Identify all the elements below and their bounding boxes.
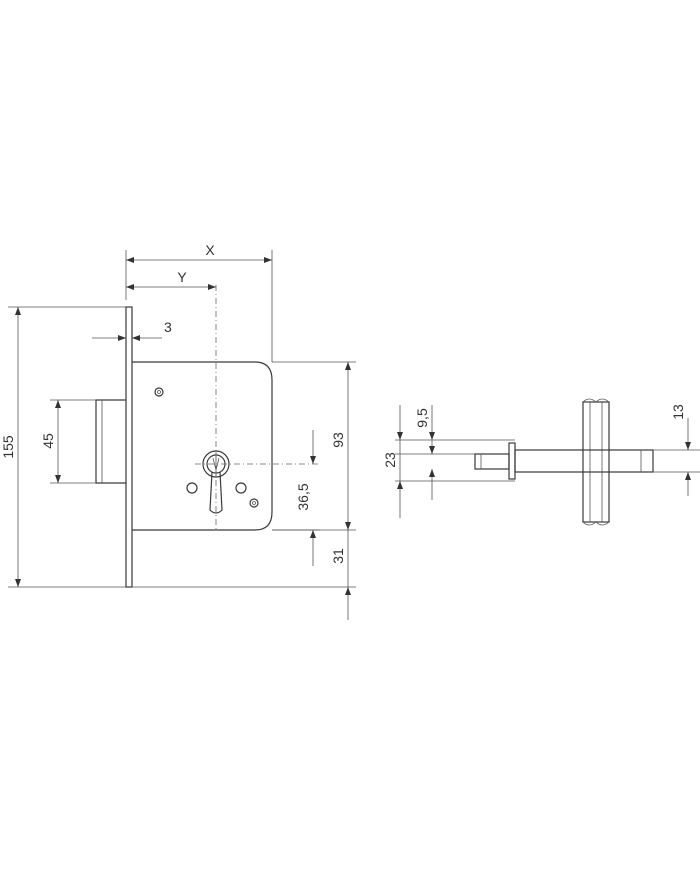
dim-case-height-label: 93 [330, 432, 346, 448]
dim-y-label: Y [177, 269, 187, 285]
dim-shaft-offset-label: 9,5 [414, 408, 430, 428]
screw-top [154, 387, 164, 397]
dim-plate-thickness: 3 [92, 319, 172, 341]
dim-y: Y [126, 269, 216, 290]
dim-x: X [125, 242, 273, 362]
side-shaft [514, 449, 654, 473]
front-view [95, 285, 320, 588]
dim-case-height: 93 [272, 361, 356, 531]
faceplate [125, 306, 133, 588]
side-pin [474, 453, 510, 470]
dim-cylinder-to-bottom-label: 36,5 [295, 483, 311, 510]
dim-overall-height-label: 155 [0, 435, 16, 459]
latch-bolt [95, 399, 126, 484]
dim-shaft-span: 23 [382, 405, 515, 518]
hole-left [186, 482, 198, 494]
lock-case [132, 361, 273, 531]
dim-bolt-width: 13 [653, 404, 700, 496]
dim-case-to-plate-bottom-label: 31 [330, 548, 346, 564]
dim-bolt-height: 45 [40, 399, 96, 484]
dim-overall-height: 155 [0, 306, 126, 588]
dim-shaft-span-label: 23 [382, 452, 398, 468]
dim-x-label: X [205, 242, 215, 258]
side-collar [508, 442, 516, 480]
dim-case-to-plate-bottom: 31 [132, 530, 356, 620]
dim-bolt-width-label: 13 [670, 404, 686, 420]
side-plate [582, 401, 610, 523]
side-view [474, 398, 654, 526]
screw-bottom [249, 498, 259, 508]
dim-plate-thickness-label: 3 [164, 319, 172, 335]
dim-bolt-height-label: 45 [40, 433, 56, 449]
dim-cylinder-to-bottom: 36,5 [272, 430, 320, 566]
dim-shaft-offset: 9,5 [395, 405, 515, 455]
hole-right [235, 482, 247, 494]
